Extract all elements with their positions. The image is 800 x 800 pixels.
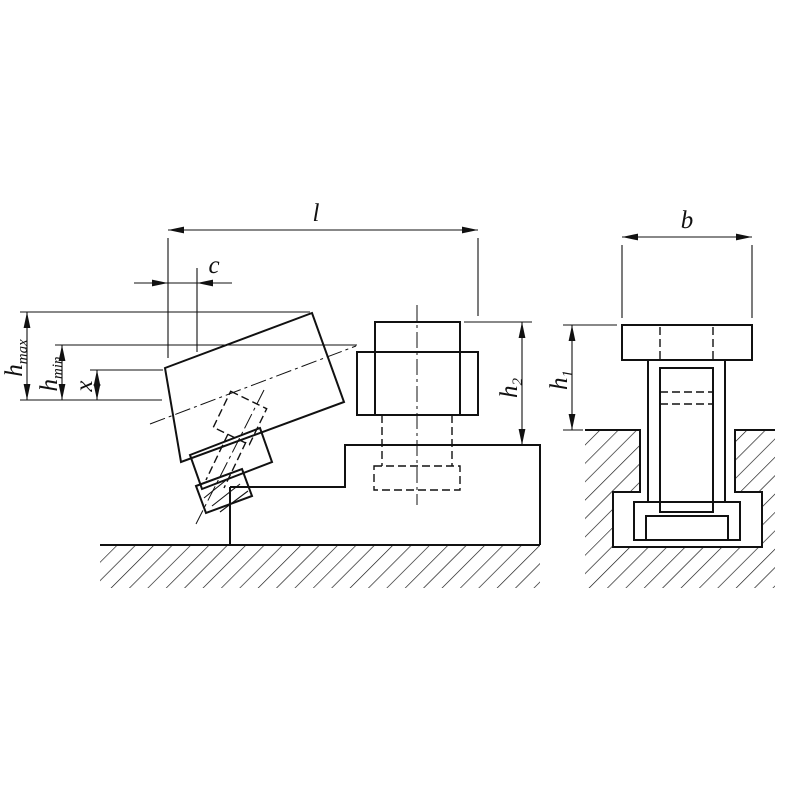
dimension-label-x: x [71,380,98,392]
end-view: b h1 [546,207,775,588]
dimension-c: c [134,252,232,352]
dimension-label-b: b [681,207,694,234]
t-head-foot [633,501,741,541]
dimension-h-min: hmin [36,344,357,400]
hidden-screw-head [212,390,268,446]
dimension-h1: h1 [546,324,617,431]
ground-hatch-side [100,544,540,588]
dimension-label-h-max: hmax [1,339,31,377]
dimension-x: x [20,369,163,401]
dimension-h-max: hmax [1,311,310,400]
dimension-label-h-min: hmin [36,357,66,392]
bolt-shank-section [659,367,714,513]
dimension-label-c: c [208,252,219,279]
screw-tip [194,467,254,515]
dimension-label-l: l [313,200,320,227]
dimension-h2: h2 [464,321,532,445]
base-block [229,444,541,545]
ground-hatch-end [585,429,775,588]
dimension-label-h2: h2 [496,378,526,399]
clamp-end-section [621,324,753,541]
clamp-flange [621,324,753,361]
adjusting-screw [188,389,274,525]
side-view: l c hmax hmin x [1,200,541,588]
dimension-label-h1: h1 [546,370,576,390]
dimension-l: l [167,200,479,358]
screw-centerline [195,389,265,525]
t-bolt [356,305,479,505]
dimension-b: b [621,207,753,318]
clamp-body [149,311,357,464]
hidden-t-head [373,465,461,491]
t-slot [585,429,775,548]
